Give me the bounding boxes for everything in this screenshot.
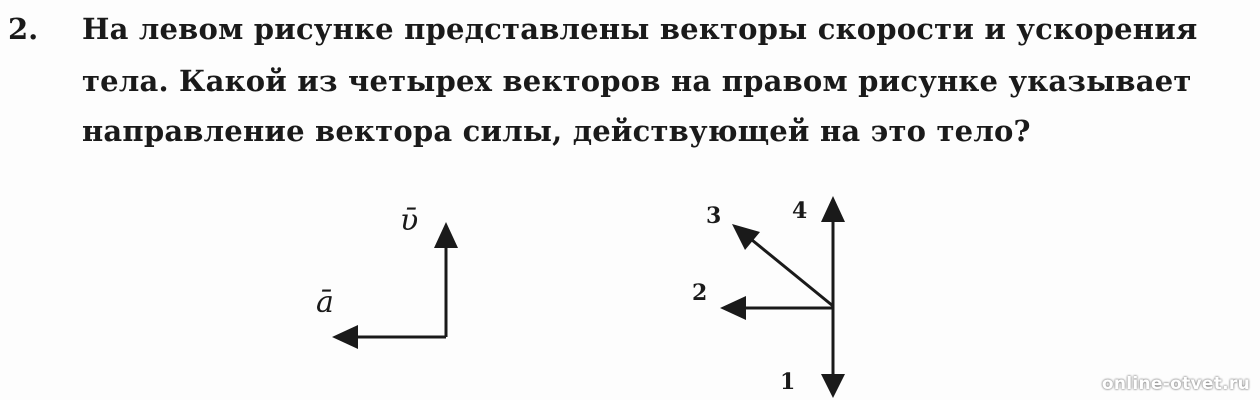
vector-4-label: 4 xyxy=(792,198,807,224)
left-figure: ῡ ā xyxy=(316,203,458,349)
right-figure: 1 2 3 4 xyxy=(692,196,845,398)
acceleration-arrowhead xyxy=(332,325,358,349)
vector-3-arrowhead xyxy=(732,224,760,250)
vector-1-arrowhead xyxy=(821,374,845,398)
question-text-line-2: тела. Какой из четырех векторов на право… xyxy=(82,64,1192,98)
vector-3-label: 3 xyxy=(706,203,721,229)
vector-2-arrowhead xyxy=(720,296,746,320)
watermark: online-otvet.ru xyxy=(1101,374,1250,394)
velocity-label: ῡ xyxy=(400,203,418,238)
question-text-line-1: На левом рисунке представлены векторы ск… xyxy=(82,12,1198,46)
velocity-arrowhead xyxy=(434,222,458,248)
question-number: 2. xyxy=(8,12,39,46)
acceleration-label: ā xyxy=(316,285,334,320)
vector-4-arrowhead xyxy=(821,196,845,222)
vector-1-label: 1 xyxy=(780,369,795,395)
vector-3 xyxy=(751,238,834,308)
question-text-line-3: направление вектора силы, действующей на… xyxy=(82,114,1031,148)
vector-2-label: 2 xyxy=(692,280,707,306)
